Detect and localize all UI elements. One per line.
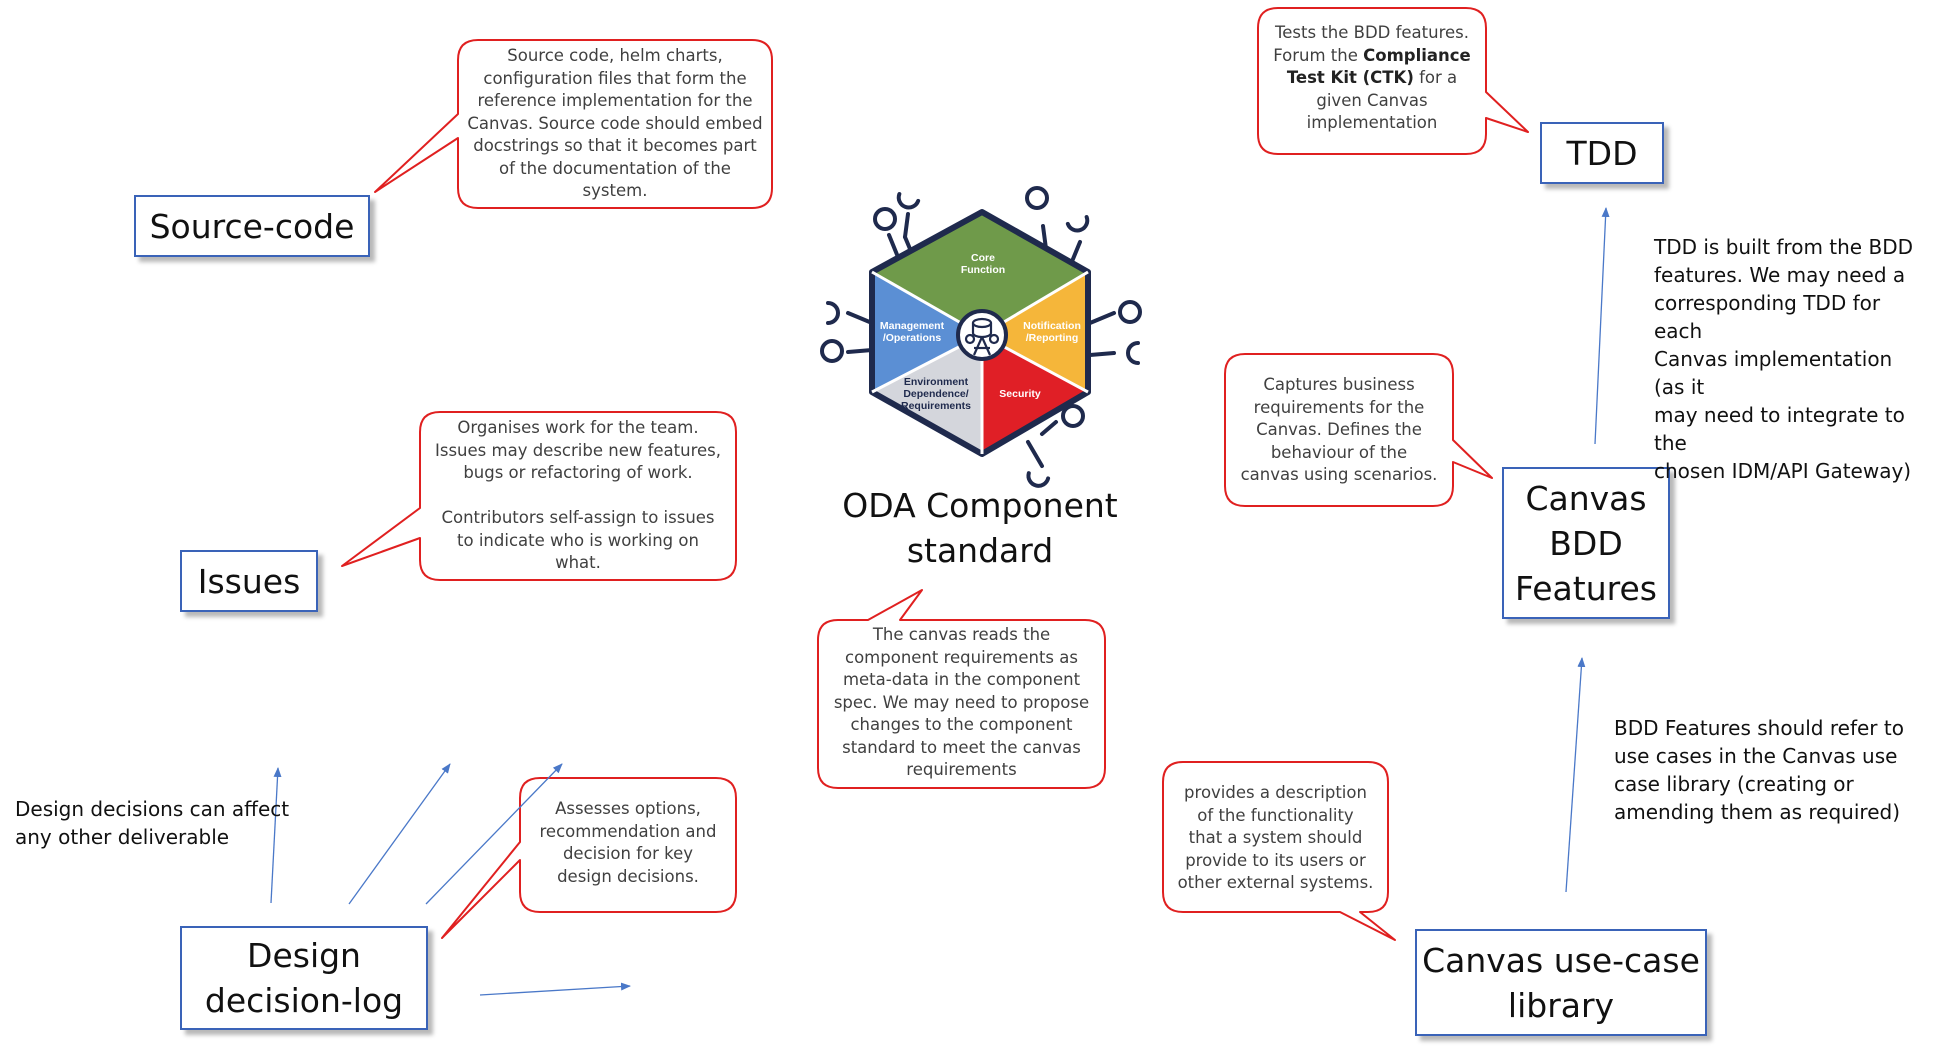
callout-source-code-text: Source code, helm charts, configuration … — [467, 46, 763, 200]
callout-tdd-shape — [1257, 7, 1529, 155]
callout-source-code-shape — [374, 39, 773, 209]
design-decision-log-box[interactable]: Design decision-log — [180, 926, 428, 1030]
segment-label-management: Management /Operations — [879, 320, 945, 344]
segment-label-core: Core Function — [960, 252, 1006, 276]
canvas-use-case-library-box[interactable]: Canvas use-case library — [1415, 929, 1707, 1036]
source-code-box[interactable]: Source-code — [134, 195, 370, 257]
issues-box[interactable]: Issues — [180, 550, 318, 612]
callout-design-log-text: Assesses options, recommendation and dec… — [539, 799, 717, 886]
segment-label-security: Security — [999, 388, 1041, 400]
segment-security — [982, 335, 1088, 454]
segment-notification — [982, 272, 1088, 392]
tdd-box[interactable]: TDD — [1540, 122, 1664, 184]
arrow-usecase-to-bdd — [1565, 657, 1586, 893]
callout-usecase-shape — [1162, 761, 1396, 941]
arrow-bdd-to-tdd — [1594, 207, 1610, 445]
segment-environment — [872, 335, 982, 454]
callout-canvas-reads-text: The canvas reads the component requireme… — [833, 625, 1090, 779]
note-design-decisions-affect: Design decisions can affect any other de… — [15, 797, 290, 849]
callout-issues-text: Organises work for the team. Issues may … — [435, 418, 721, 572]
callout-bdd-shape — [1224, 353, 1493, 507]
oda-component-logo — [820, 186, 1142, 488]
oda-component-standard-title: ODA Component standard — [842, 486, 1118, 570]
arrow-design-to-issues — [348, 763, 451, 905]
callout-canvas-reads-shape — [817, 589, 1106, 789]
segment-management — [872, 272, 982, 392]
canvas-bdd-features-box[interactable]: Canvas BDD Features — [1502, 467, 1670, 619]
note-tdd-built-from-bdd: TDD is built from the BDD features. We m… — [1654, 235, 1913, 483]
callout-issues-shape — [341, 411, 737, 581]
callout-bdd-text: Captures business requirements for the C… — [1240, 375, 1438, 484]
arrow-design-to-center — [479, 982, 631, 996]
callout-tdd-text: Tests the BDD features. Forum the Compli… — [1273, 23, 1471, 132]
segment-label-environment: Environment Dependence/ Requirements — [900, 376, 972, 412]
arrow-design-to-source — [425, 763, 563, 905]
note-bdd-refer-usecases: BDD Features should refer to use cases i… — [1614, 716, 1904, 824]
callout-usecase-text: provides a description of the functional… — [1177, 783, 1374, 892]
callout-design-log-shape — [441, 777, 737, 939]
segment-label-notification: Notification /Reporting — [1023, 320, 1081, 344]
arrow-design-to-top — [270, 767, 282, 904]
